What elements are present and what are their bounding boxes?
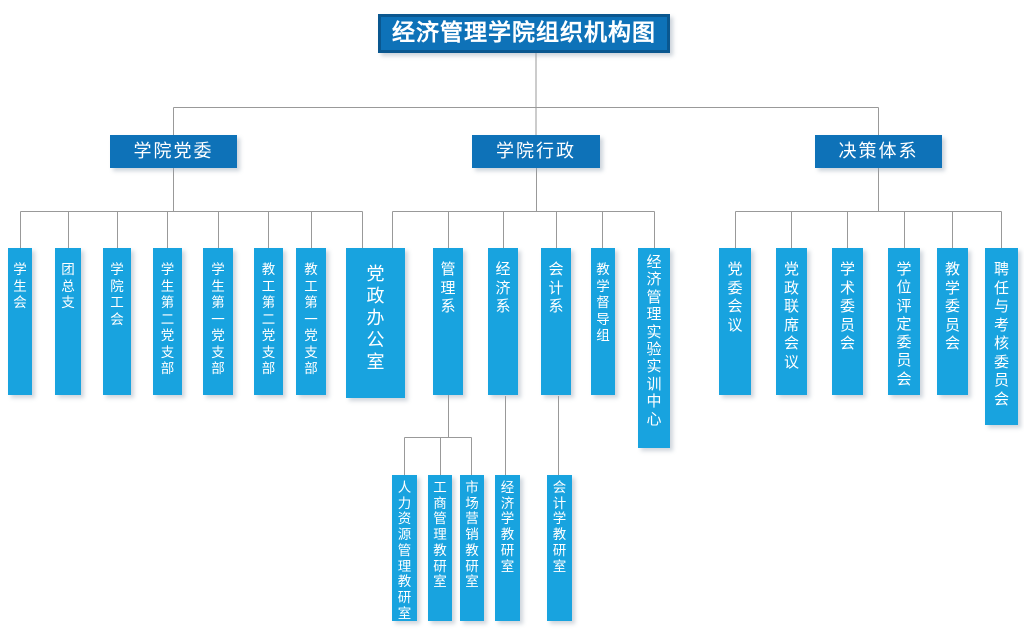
node-appointment-assessment-committee: 聘 任 与 考 核 委 员 会	[985, 248, 1018, 425]
node-student-second-party-branch: 学 生 第 二 党 支 部	[153, 248, 182, 395]
node-party-committee-meeting: 党 委 会 议	[719, 248, 751, 395]
node-party-admin-joint-meeting: 党 政 联 席 会 议	[776, 248, 807, 395]
node-party-admin-office: 党 政 办 公 室	[346, 248, 405, 398]
chart-title: 经济管理学院组织机构图	[378, 14, 670, 53]
node-economics-teaching-office: 经 济 学 教 研 室	[495, 475, 520, 621]
node-degree-evaluation-committee: 学 位 评 定 委 员 会	[888, 248, 920, 395]
node-teaching-committee: 教 学 委 员 会	[937, 248, 968, 395]
node-teaching-supervision-group: 教 学 督 导 组	[591, 248, 615, 395]
node-economics-department: 经 济 系	[488, 248, 518, 395]
branch-administration: 学院行政	[472, 135, 600, 168]
node-staff-first-party-branch: 教 工 第 一 党 支 部	[296, 248, 326, 395]
node-accounting-department: 会 计 系	[541, 248, 571, 395]
node-youth-league-branch: 团 总 支	[55, 248, 81, 395]
node-student-first-party-branch: 学 生 第 一 党 支 部	[203, 248, 233, 395]
node-business-admin-teaching-office: 工 商 管 理 教 研 室	[428, 475, 452, 621]
node-accounting-teaching-office: 会 计 学 教 研 室	[547, 475, 572, 621]
node-experiment-training-center: 经 济 管 理 实 验 实 训 中 心	[638, 248, 670, 448]
node-marketing-teaching-office: 市 场 营 销 教 研 室	[460, 475, 484, 621]
node-staff-second-party-branch: 教 工 第 二 党 支 部	[254, 248, 283, 395]
node-hr-management-teaching-office: 人 力 资 源 管 理 教 研 室	[392, 475, 417, 621]
node-management-department: 管 理 系	[433, 248, 463, 395]
branch-party-committee: 学院党委	[110, 135, 237, 168]
node-academic-committee: 学 术 委 员 会	[832, 248, 863, 395]
node-student-union: 学 生 会	[8, 248, 32, 395]
branch-decision-system: 决策体系	[815, 135, 942, 168]
node-college-labor-union: 学 院 工 会	[103, 248, 131, 395]
